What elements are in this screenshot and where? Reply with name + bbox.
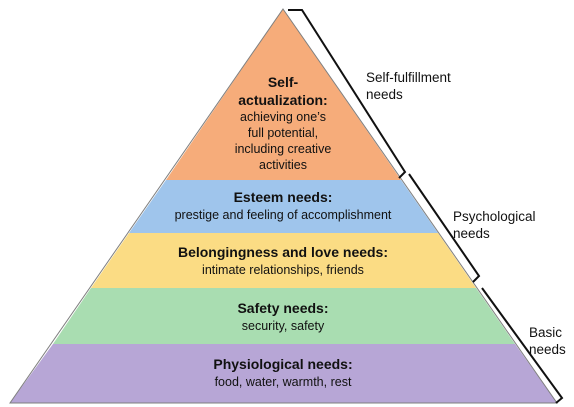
tier-esteem-band — [129, 180, 438, 233]
belongingness-desc: intimate relationships, friends — [202, 263, 364, 277]
self-actualization-title-line1: Self- — [268, 74, 299, 90]
self-actualization-desc-line1: achieving one’s — [240, 110, 326, 124]
safety-title: Safety needs: — [237, 300, 328, 316]
self-actualization-desc-line4: activities — [259, 158, 307, 172]
group-psychological-line2: needs — [453, 226, 490, 241]
esteem-title: Esteem needs: — [234, 189, 333, 205]
tier-safety-band — [53, 288, 515, 344]
tier-physiological-band — [10, 344, 557, 403]
group-psychological-line1: Psychological — [453, 209, 536, 224]
pyramid-outline — [9, 8, 558, 404]
belongingness-title: Belongingness and love needs: — [178, 244, 388, 260]
self-actualization-desc-line3: including creative — [235, 142, 332, 156]
safety-desc: security, safety — [242, 319, 325, 333]
physiological-desc: food, water, warmth, rest — [215, 375, 352, 389]
tier-self-actualization-band — [166, 9, 401, 180]
esteem-desc: prestige and feeling of accomplishment — [175, 208, 392, 222]
physiological-title: Physiological needs: — [213, 356, 352, 372]
group-self-fulfillment-line2: needs — [366, 87, 403, 102]
self-actualization-desc-line2: full potential, — [248, 126, 318, 140]
group-basic-line1: Basic — [529, 325, 562, 340]
brace-self-fulfillment — [288, 9, 407, 179]
group-self-fulfillment-line1: Self-fulfillment — [366, 70, 451, 85]
brace-psychological — [408, 173, 481, 283]
self-actualization-title-line2: actualization: — [238, 92, 327, 108]
group-basic-line2: needs — [529, 342, 566, 357]
brace-basic — [481, 287, 564, 404]
tier-belongingness-band — [91, 233, 476, 288]
